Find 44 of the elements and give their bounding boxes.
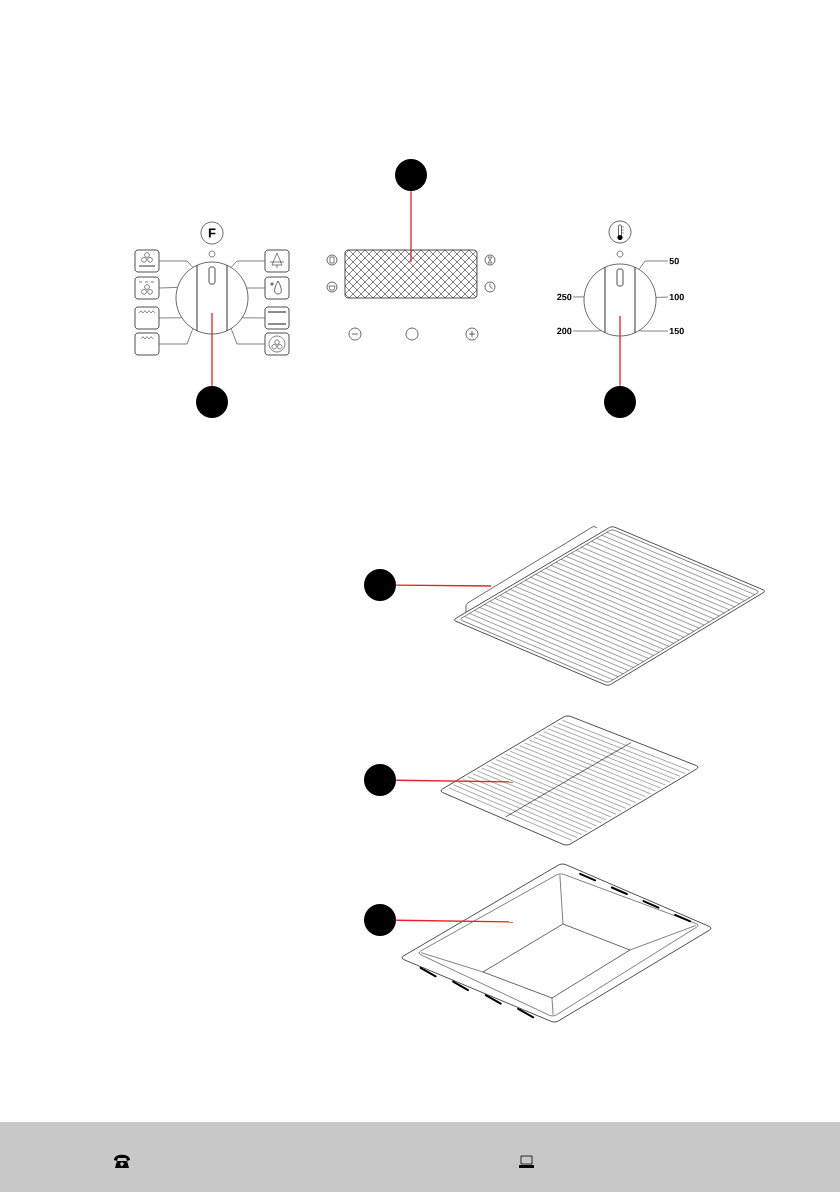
display-window: [344, 249, 478, 299]
fan-grill-icon: [134, 249, 160, 273]
tick-line: [159, 317, 182, 319]
scale-number: 250: [557, 293, 572, 301]
tick-line: [639, 330, 669, 332]
tick-line: [159, 287, 178, 289]
callout-dot: [364, 904, 396, 936]
scale-number: 50: [669, 257, 679, 265]
tick-line: [159, 260, 193, 268]
callout-dot: [364, 569, 396, 601]
defrost-icon: [264, 276, 290, 300]
callout-dot: [395, 159, 427, 191]
scale-number: 100: [669, 293, 684, 301]
function-knob: [175, 261, 249, 335]
leader-line: [410, 190, 412, 263]
tick-line: [639, 260, 669, 270]
tick-line: [231, 260, 265, 268]
callout-dot: [196, 386, 228, 418]
callout-dot: [364, 764, 396, 796]
tick-line: [572, 330, 601, 332]
lamp-icon: [264, 249, 290, 273]
tick-line: [159, 328, 193, 345]
top-bottom-heat-icon: [264, 306, 290, 330]
scale-number: 200: [557, 327, 572, 335]
baking-tray-drawing: [401, 863, 712, 1023]
leader-line: [395, 779, 514, 783]
grill-rack-drawing: [440, 715, 699, 846]
tick-line: [655, 296, 669, 298]
fan-heater-icon: [134, 276, 160, 300]
leader-line: [395, 919, 514, 923]
temperature-knob: [583, 263, 657, 337]
leader-line: [211, 312, 213, 387]
fan-oven-icon: [264, 332, 290, 356]
tick-line: [572, 296, 585, 298]
scale-number: 150: [669, 327, 684, 335]
tick-line: [242, 317, 265, 319]
leader-line: [619, 315, 621, 387]
tick-line: [246, 287, 265, 289]
wire-shelf-drawing: [454, 526, 765, 686]
top-heat-icon: [134, 306, 160, 330]
callout-dot: [604, 386, 636, 418]
tick-line: [231, 328, 265, 345]
leader-line: [395, 584, 492, 587]
bottom-heat-icon: [134, 332, 160, 356]
